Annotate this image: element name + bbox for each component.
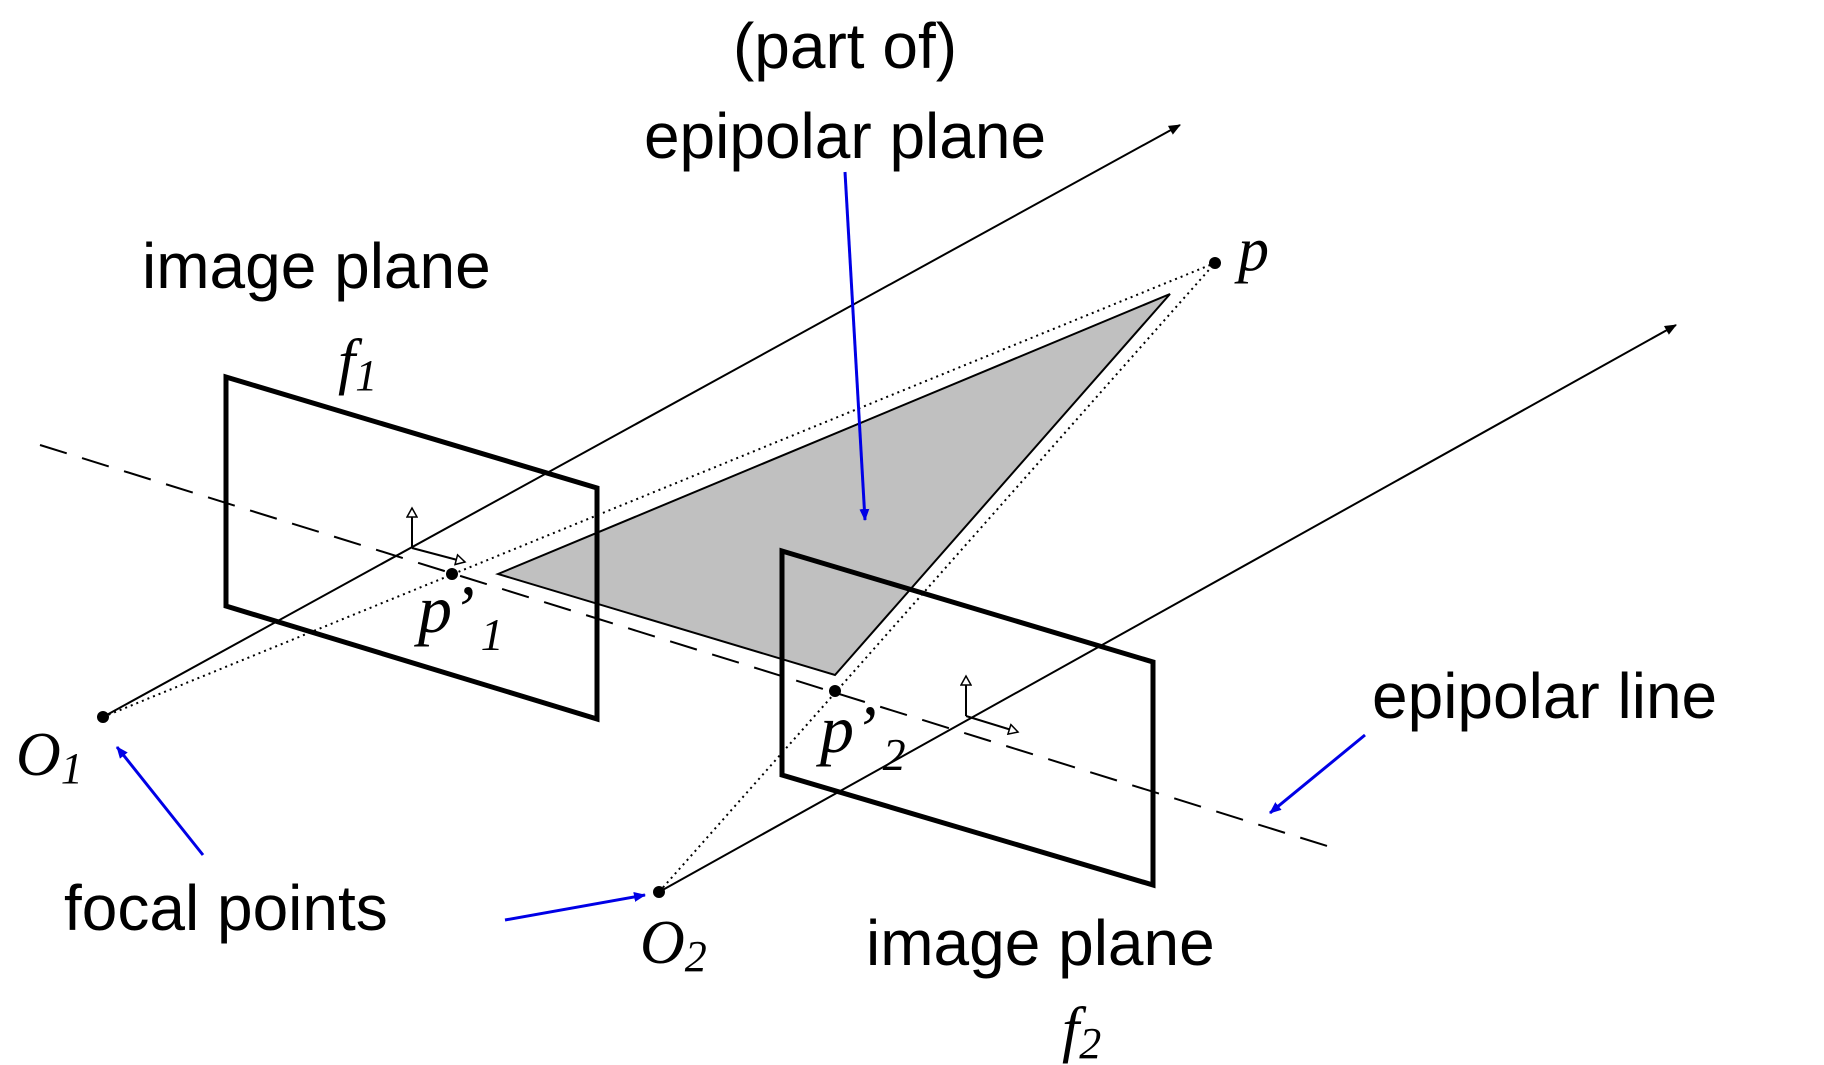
epipolar-plane-label-line1: (part of) — [733, 10, 957, 82]
optical-ray-1 — [102, 124, 1181, 718]
epipolar-line — [39, 444, 1341, 851]
symbol-p: p — [1234, 216, 1269, 284]
projection-ray-2 — [658, 262, 1216, 893]
focal-point-o1 — [97, 711, 109, 723]
image-plane-1-axis-right — [411, 547, 465, 562]
focal-point-2-callout-arrow — [504, 892, 646, 922]
image-plane-1-label: image plane — [142, 230, 491, 302]
image-plane-2-frame — [779, 547, 1156, 889]
point-p — [1209, 257, 1221, 269]
point-p2-prime — [829, 685, 841, 697]
epipolar-plane-region — [495, 293, 1171, 677]
image-plane-1-frame — [223, 373, 600, 723]
point-p1-prime — [446, 568, 458, 580]
symbol-p2-prime: p’2 — [816, 691, 906, 780]
epipolar-line-label: epipolar line — [1372, 660, 1717, 732]
image-plane-2-axis-right — [965, 715, 1018, 732]
epipolar-line-callout-arrow — [1269, 733, 1366, 815]
focal-point-o2 — [653, 886, 665, 898]
image-plane-2-label: image plane — [866, 907, 1215, 979]
symbol-p1-prime: p’1 — [414, 571, 504, 660]
symbol-f1: f1 — [338, 328, 377, 400]
epipolar-plane-label-line2: epipolar plane — [644, 100, 1046, 172]
projection-ray-1 — [102, 262, 1216, 718]
focal-point-1-callout-arrow — [115, 746, 205, 856]
symbol-f2: f2 — [1062, 996, 1101, 1065]
symbol-o1: O1 — [16, 721, 83, 793]
symbol-o2: O2 — [640, 909, 707, 981]
focal-points-label: focal points — [64, 872, 388, 944]
epipolar-plane-callout-arrow — [843, 171, 870, 521]
optical-ray-2 — [658, 324, 1677, 893]
